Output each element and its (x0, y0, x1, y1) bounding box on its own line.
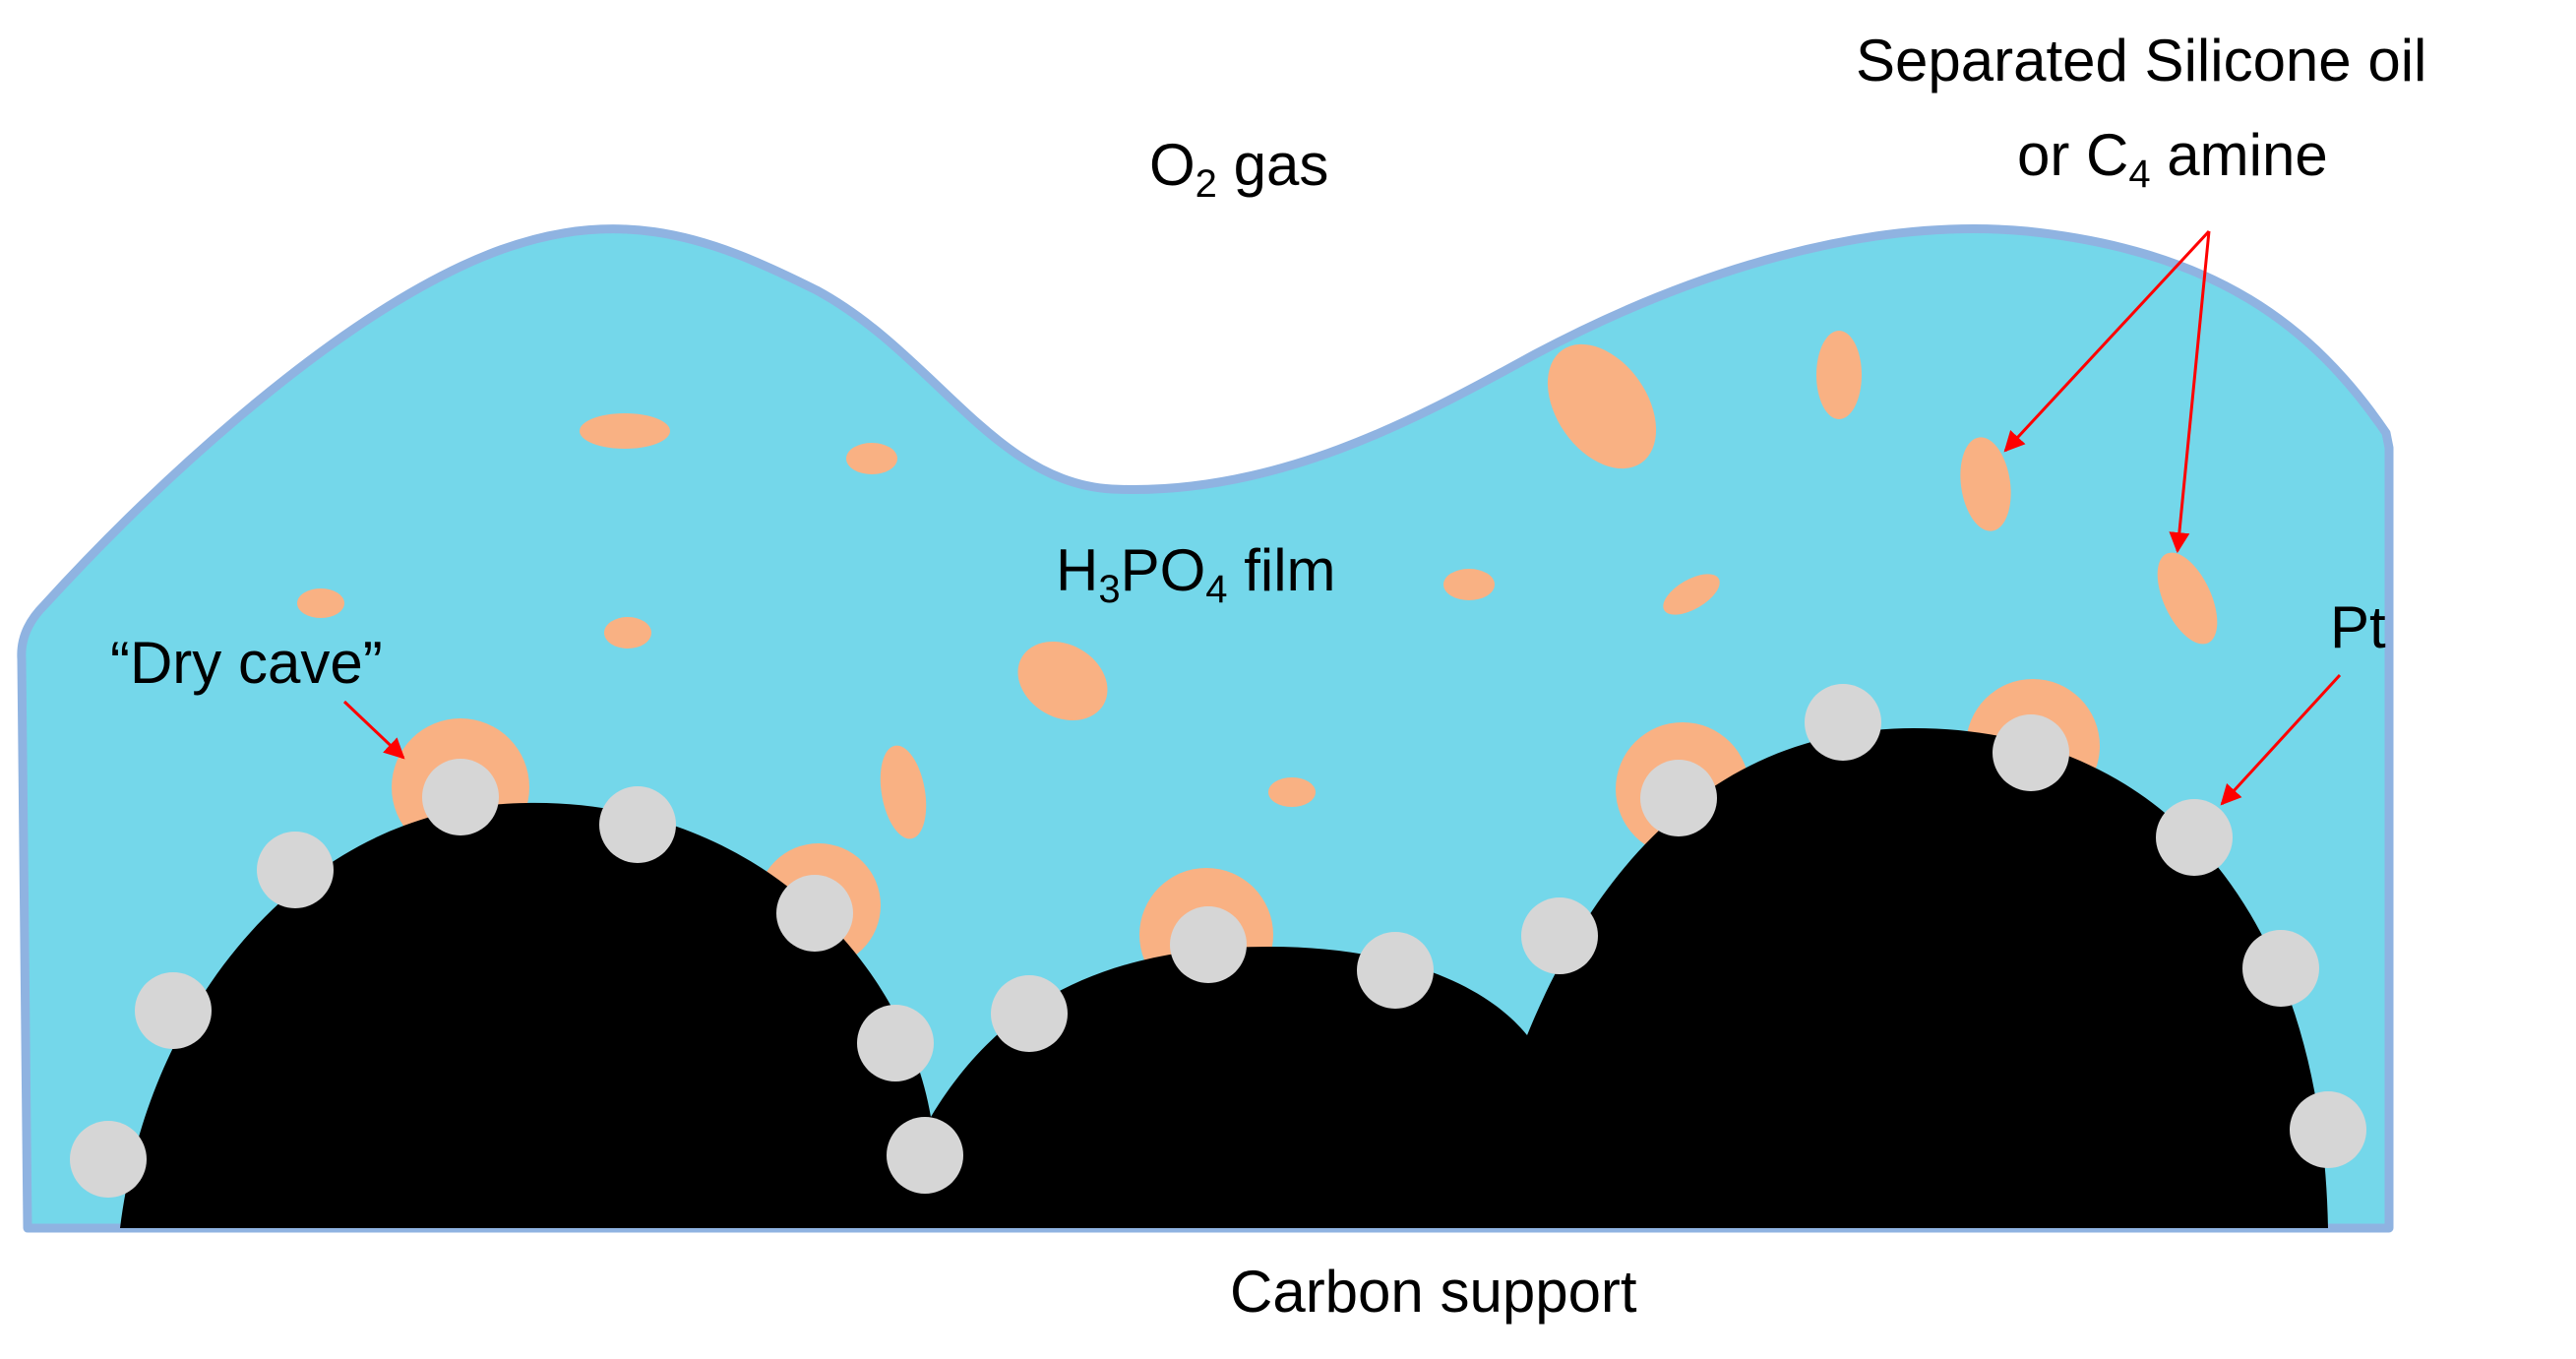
pt-particle (599, 786, 676, 863)
pt-arrow (2220, 673, 2342, 806)
carbon-support-label: Carbon support (1230, 1259, 1637, 1325)
separated-label-line1: Separated Silicone oil (1856, 28, 2426, 93)
dry-cave-arrow (342, 700, 405, 760)
droplet (580, 413, 670, 449)
droplet (2157, 552, 2218, 645)
pt-particle (1521, 897, 1598, 974)
pt-particle (1640, 760, 1717, 836)
droplet (1547, 343, 1657, 469)
pt-particle (135, 972, 212, 1049)
pt-particle (422, 759, 499, 835)
pt-particle (887, 1117, 963, 1194)
droplet-arrow (2169, 230, 2211, 554)
annotation-arrows (342, 229, 2342, 806)
droplet (880, 745, 927, 839)
pt-particle (1357, 932, 1434, 1009)
separated-label-line2: or C4 amine (2017, 122, 2328, 196)
pt-particle (991, 975, 1068, 1052)
pt-particle (70, 1121, 147, 1198)
droplet (846, 443, 897, 474)
pt-particle (2156, 799, 2233, 876)
pt-particles (70, 684, 2366, 1198)
pt-particle (2290, 1091, 2366, 1168)
droplet (1443, 569, 1495, 600)
droplet (1816, 331, 1862, 419)
pt-particle (776, 875, 853, 952)
droplet (297, 588, 344, 618)
droplet (1017, 641, 1108, 721)
droplet-arrow (2003, 229, 2211, 453)
h3po4-film-label: H3PO4 film (1056, 537, 1336, 611)
pt-particle (1170, 906, 1247, 983)
pt-particle (1993, 714, 2069, 791)
pt-label: Pt (2330, 594, 2386, 660)
pt-particle (857, 1005, 934, 1081)
pt-particle (2242, 930, 2319, 1007)
o2-gas-label: O2 gas (1149, 132, 1328, 206)
droplet (604, 617, 651, 649)
separated-droplets (297, 331, 2218, 839)
pt-particle (1805, 684, 1881, 761)
pt-particle (257, 832, 334, 908)
dry-cave-label: “Dry cave” (110, 630, 383, 696)
droplet (1268, 777, 1316, 807)
droplet (1663, 574, 1720, 615)
droplet (1960, 437, 2011, 531)
